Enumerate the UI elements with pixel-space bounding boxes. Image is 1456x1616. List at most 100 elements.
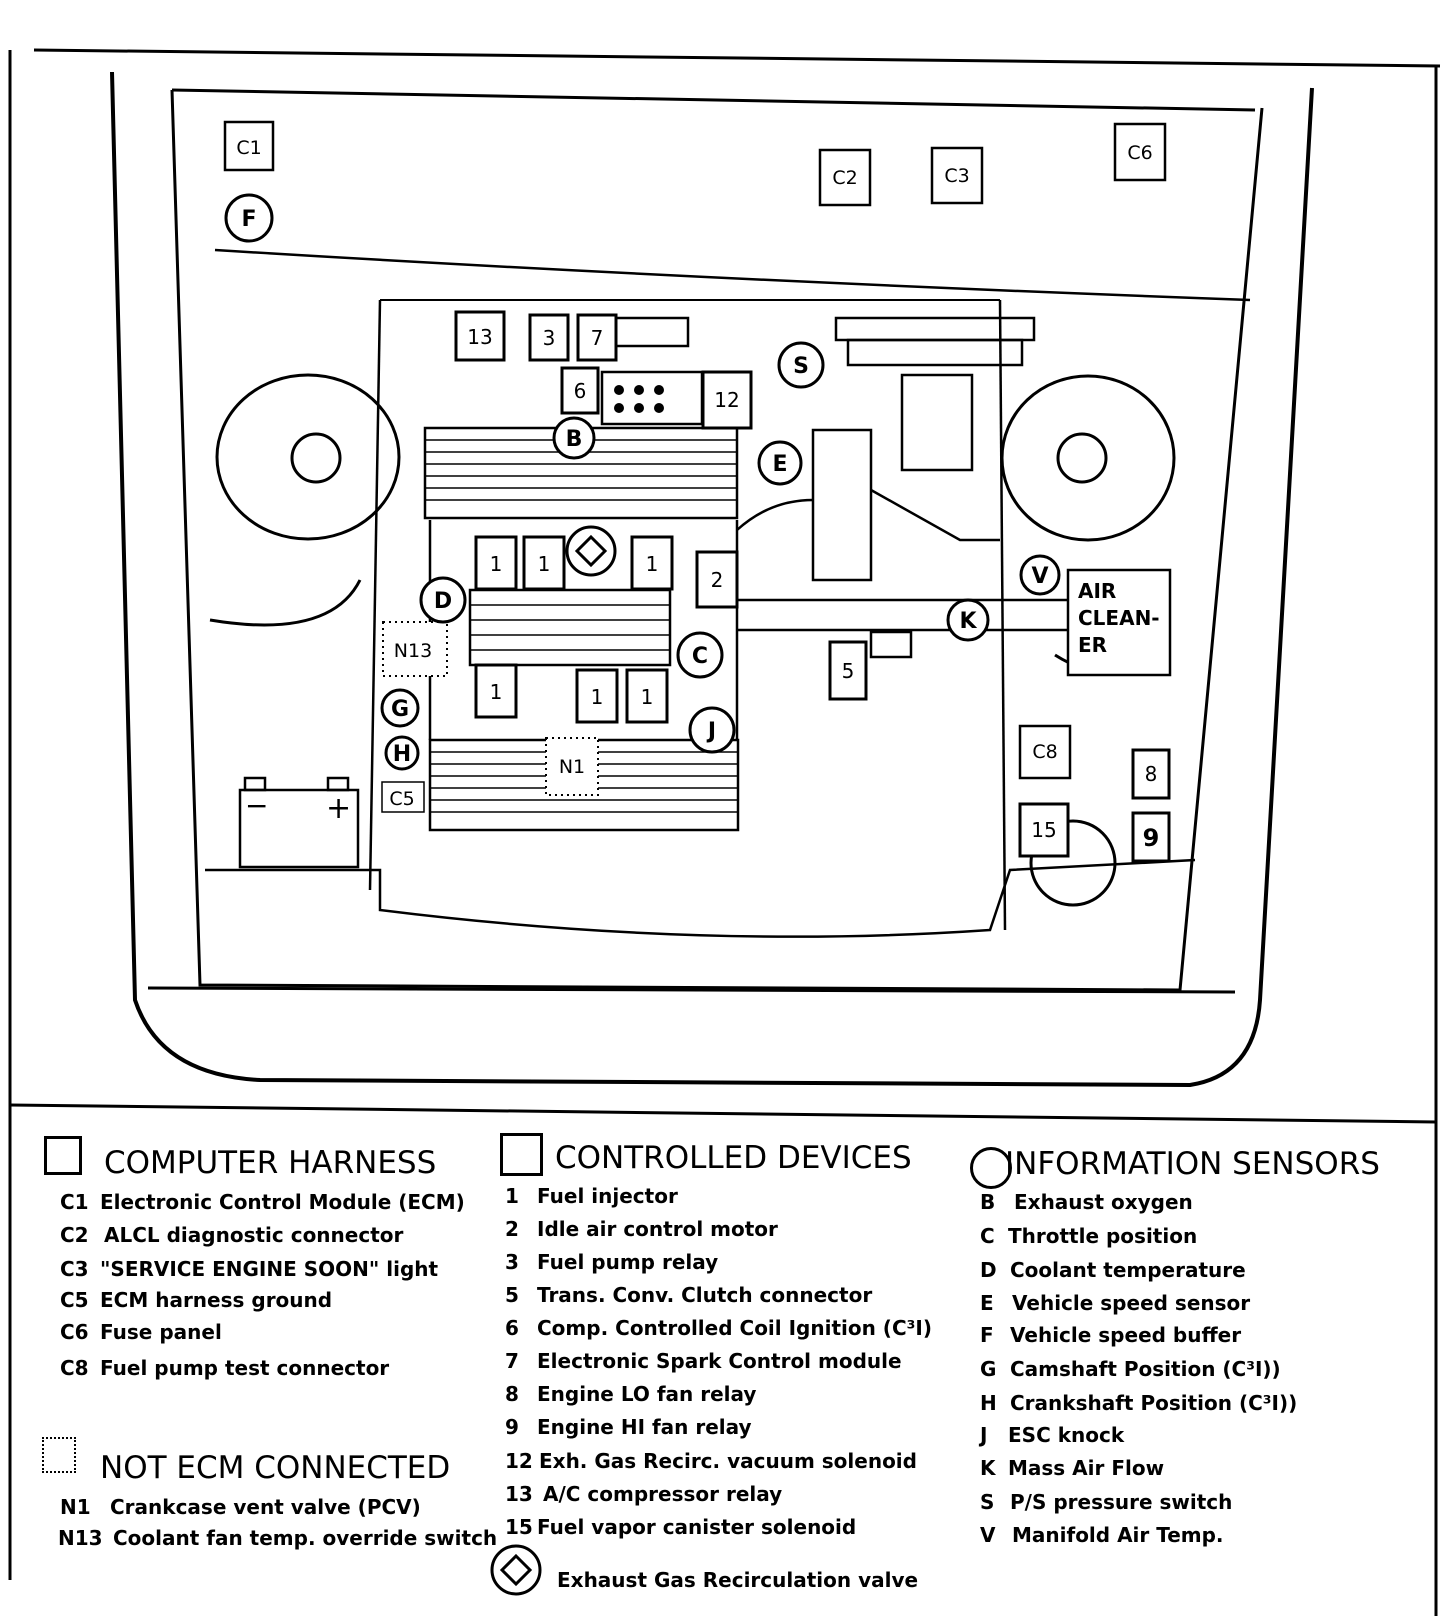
air-cleaner-box: [1066, 568, 1172, 677]
svg-text:1: 1: [641, 685, 654, 709]
svg-text:F: F: [241, 207, 256, 232]
computer-harness-symbol: [44, 1136, 82, 1175]
sensor-circle-e: E: [757, 440, 803, 486]
svg-text:C2: C2: [832, 167, 857, 189]
battery: [238, 776, 360, 869]
svg-text:6: 6: [574, 379, 587, 403]
device-box-5: 5: [828, 640, 868, 701]
svg-text:C8: C8: [1032, 741, 1057, 763]
page-frame: [8, 48, 1441, 1616]
legend-item-c3: C3"SERVICE ENGINE SOON" light: [60, 1257, 439, 1281]
air-cleaner-line-1: AIR: [1078, 579, 1116, 603]
svg-text:D: D: [434, 589, 452, 614]
sensor-circle-k: K: [946, 598, 990, 642]
device-box-12: 12: [701, 370, 753, 430]
svg-text:G: G: [391, 697, 409, 722]
air-cleaner-line-2: CLEAN-: [1078, 606, 1160, 630]
device-box-1b: 1: [522, 535, 566, 591]
svg-text:V: V: [1031, 564, 1048, 589]
svg-text:8: 8: [1145, 762, 1158, 786]
left-strut-tower: [209, 373, 401, 627]
device-box-1c: 1: [630, 535, 674, 591]
harness-box-c2: C2: [818, 148, 872, 207]
not-ecm-title: NOT ECM CONNECTED: [100, 1450, 451, 1486]
svg-text:1: 1: [490, 680, 503, 704]
device-box-8: 8: [1131, 748, 1171, 800]
device-box-7: 7: [576, 313, 618, 362]
svg-text:K: K: [959, 609, 977, 634]
svg-text:C1: C1: [236, 137, 261, 159]
sensor-circle-d: D: [419, 576, 467, 624]
information-sensors-title: INFORMATION SENSORS: [1005, 1146, 1380, 1182]
harness-box-c6: C6: [1113, 122, 1167, 182]
not-ecm-box-n13: N13: [382, 621, 448, 677]
sensor-circle-j: J: [688, 706, 736, 754]
svg-text:H: H: [393, 742, 411, 767]
controlled-devices-title: CONTROLLED DEVICES: [555, 1140, 912, 1176]
svg-text:3: 3: [543, 326, 556, 350]
svg-text:C6: C6: [1127, 142, 1152, 164]
svg-text:N1: N1: [559, 756, 585, 778]
svg-text:B: B: [566, 427, 583, 452]
harness-box-c5: C5: [381, 781, 425, 813]
sensor-circle-s: S: [777, 341, 825, 389]
vehicle-outline: [110, 71, 1314, 1088]
fuel-vapor-canister: [1029, 819, 1117, 907]
device-box-15: 15: [1018, 802, 1070, 858]
svg-text:15: 15: [1031, 818, 1056, 842]
sensor-circle-f: F: [224, 193, 274, 243]
not-ecm-symbol: [42, 1437, 76, 1473]
svg-text:C3: C3: [944, 165, 969, 187]
legend-item-egr: Exhaust Gas Recirculation valve: [557, 1568, 919, 1592]
svg-text:1: 1: [538, 552, 551, 576]
not-ecm-box-n1: N1: [545, 737, 599, 796]
harness-box-c3: C3: [930, 146, 984, 205]
device-box-9: 9: [1131, 811, 1171, 863]
harness-box-c1: C1: [223, 120, 275, 172]
battery-positive-label: +: [326, 791, 351, 826]
svg-text:5: 5: [842, 659, 855, 683]
svg-text:S: S: [793, 354, 809, 379]
device-box-2: 2: [695, 550, 739, 609]
sensor-circle-h: H: [384, 735, 420, 771]
egr-legend-symbol: [490, 1544, 542, 1596]
svg-text:7: 7: [591, 326, 604, 350]
sensor-circle-c: C: [676, 631, 724, 679]
device-box-3: 3: [528, 313, 570, 362]
device-box-1a: 1: [474, 535, 518, 591]
air-cleaner-line-3: ER: [1078, 633, 1107, 657]
svg-text:1: 1: [646, 552, 659, 576]
harness-box-c8: C8: [1018, 724, 1072, 780]
svg-text:C5: C5: [389, 788, 414, 810]
device-box-1f: 1: [625, 668, 669, 724]
battery-negative-label: −: [245, 789, 268, 822]
device-box-1d: 1: [474, 663, 518, 719]
